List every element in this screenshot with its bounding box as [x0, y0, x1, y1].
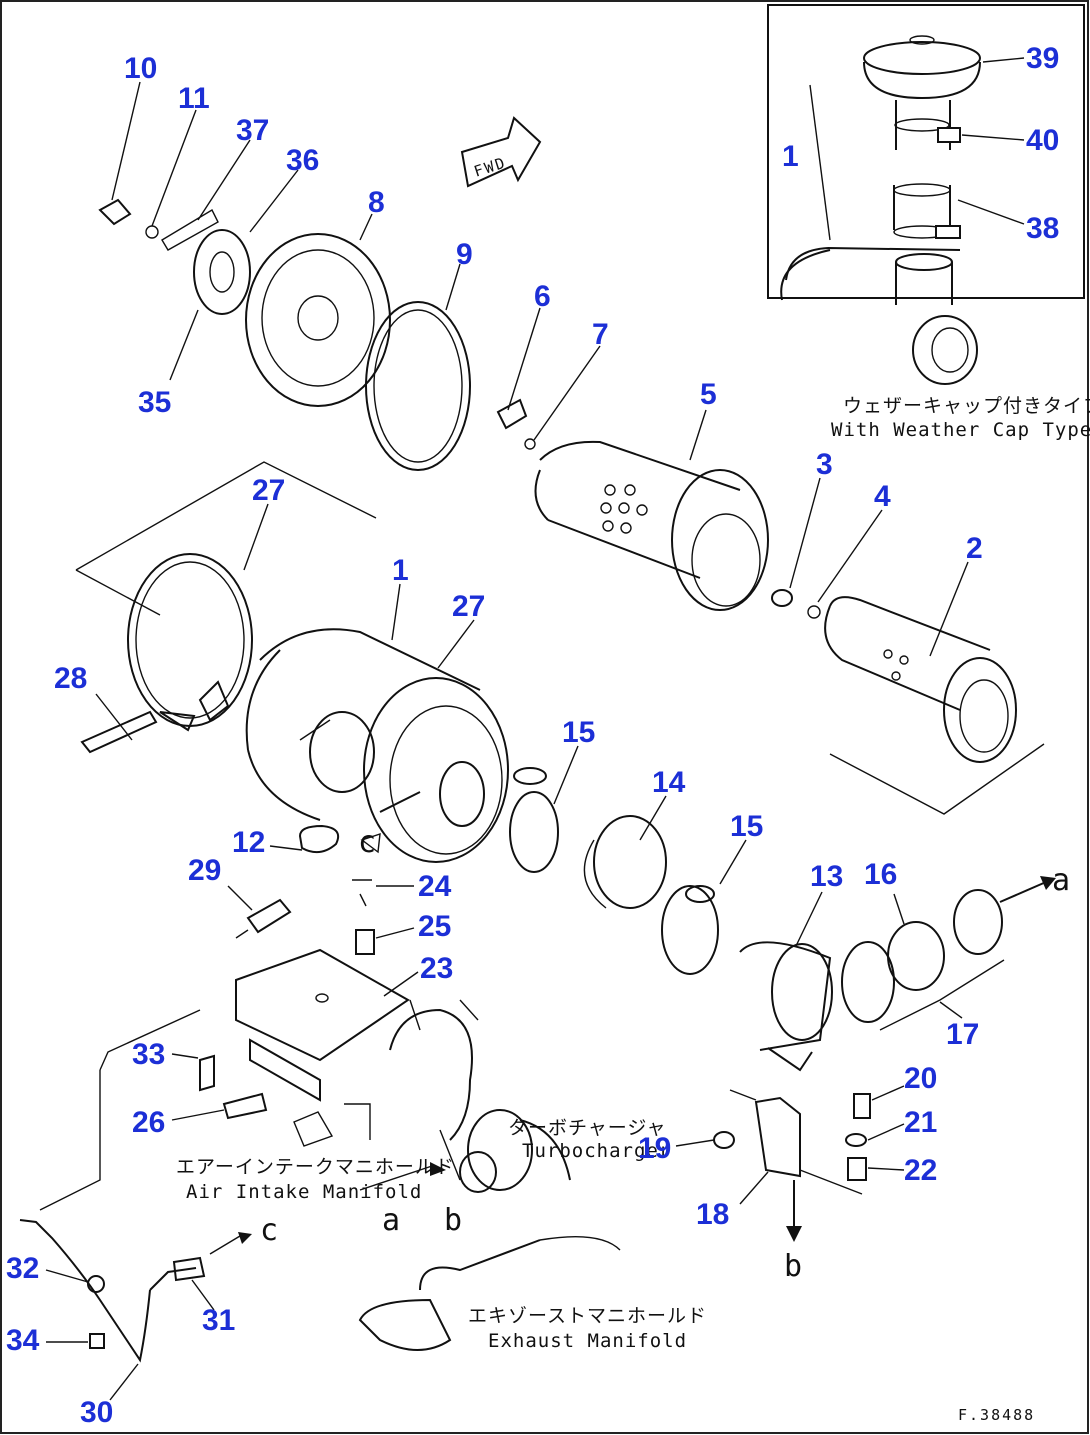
part-27-housing: 27	[452, 590, 485, 623]
part-28: 28	[54, 662, 87, 695]
part-32: 32	[6, 1252, 39, 1285]
letter-c-line: c	[260, 1213, 278, 1248]
part-37: 37	[236, 114, 269, 147]
intake-manifold-jp: エアーインテークマニホールド	[176, 1156, 455, 1178]
part-17: 17	[946, 1018, 979, 1051]
part-38: 38	[1026, 212, 1059, 245]
engine-parts: ターボチャージャ Turbocharger エアーインテークマニホールド Air…	[176, 999, 707, 1352]
figure-id: F.38488	[958, 1406, 1035, 1424]
letter-a-lower: a	[382, 1203, 400, 1238]
part-10: 10	[124, 52, 157, 85]
part-30: 30	[80, 1396, 113, 1429]
part-6: 6	[534, 280, 551, 313]
letter-a-right: a	[1052, 863, 1070, 898]
part-19: 19	[638, 1132, 671, 1165]
part-39: 39	[1026, 42, 1059, 75]
part-13: 13	[810, 860, 843, 893]
weather-cap-inset: ウェザーキャップ付きタイプ With Weather Cap Type	[767, 4, 1090, 441]
part-12: 12	[232, 826, 265, 859]
leader-lines	[45, 81, 969, 1401]
inset-frame	[767, 4, 1085, 299]
exhaust-manifold-jp: エキゾーストマニホールド	[468, 1305, 707, 1327]
part-34: 34	[6, 1324, 40, 1357]
vacuum-line	[19, 1070, 252, 1363]
part-26: 26	[132, 1106, 165, 1139]
part-24: 24	[418, 870, 452, 903]
part-21: 21	[904, 1106, 937, 1139]
part-33: 33	[132, 1038, 165, 1071]
turbocharger-en: Turbocharger	[522, 1140, 671, 1162]
part-36: 36	[286, 144, 319, 177]
bracket-group	[99, 824, 410, 1147]
part-7: 7	[592, 318, 609, 351]
part-16: 16	[864, 858, 897, 891]
part-31: 31	[202, 1304, 235, 1337]
letter-b-lower: b	[444, 1203, 462, 1238]
part-15-a: 15	[562, 716, 595, 749]
part-4: 4	[874, 480, 891, 513]
part-22: 22	[904, 1154, 937, 1187]
part-2: 2	[966, 532, 983, 565]
part-1-inset: 1	[782, 140, 799, 173]
outer-element	[534, 440, 769, 611]
exhaust-manifold-en: Exhaust Manifold	[488, 1330, 687, 1352]
housing	[75, 461, 509, 863]
part-15-b: 15	[730, 810, 763, 843]
part-23: 23	[420, 952, 453, 985]
part-29: 29	[188, 854, 221, 887]
part-numbers: 10 11 37 36 8 9 35 6 7 5 3 4 2 27 1 27 2…	[6, 42, 1059, 1429]
part-35: 35	[138, 386, 171, 419]
inner-element	[771, 589, 1045, 815]
part-9: 9	[456, 238, 473, 271]
part-3: 3	[816, 448, 833, 481]
cover-group	[98, 198, 536, 471]
part-20: 20	[904, 1062, 937, 1095]
letter-b-bracket: b	[784, 1249, 802, 1284]
turbocharger-jp: ターボチャージャ	[508, 1117, 666, 1139]
part-5: 5	[700, 378, 717, 411]
pipe-bracket	[713, 1089, 871, 1242]
part-14: 14	[652, 766, 686, 799]
fwd-arrow: FWD	[460, 116, 542, 188]
inset-caption-en: With Weather Cap Type	[831, 419, 1090, 441]
part-25: 25	[418, 910, 451, 943]
inset-caption-jp: ウェザーキャップ付きタイプ	[843, 395, 1090, 417]
part-27-band: 27	[252, 474, 285, 507]
intake-manifold-en: Air Intake Manifold	[186, 1181, 422, 1203]
letter-c-housing: c	[358, 825, 376, 860]
intake-piping	[509, 767, 1056, 1072]
part-8: 8	[368, 186, 385, 219]
part-40: 40	[1026, 124, 1059, 157]
part-18: 18	[696, 1198, 729, 1231]
part-1: 1	[392, 554, 409, 587]
part-11: 11	[178, 82, 210, 115]
